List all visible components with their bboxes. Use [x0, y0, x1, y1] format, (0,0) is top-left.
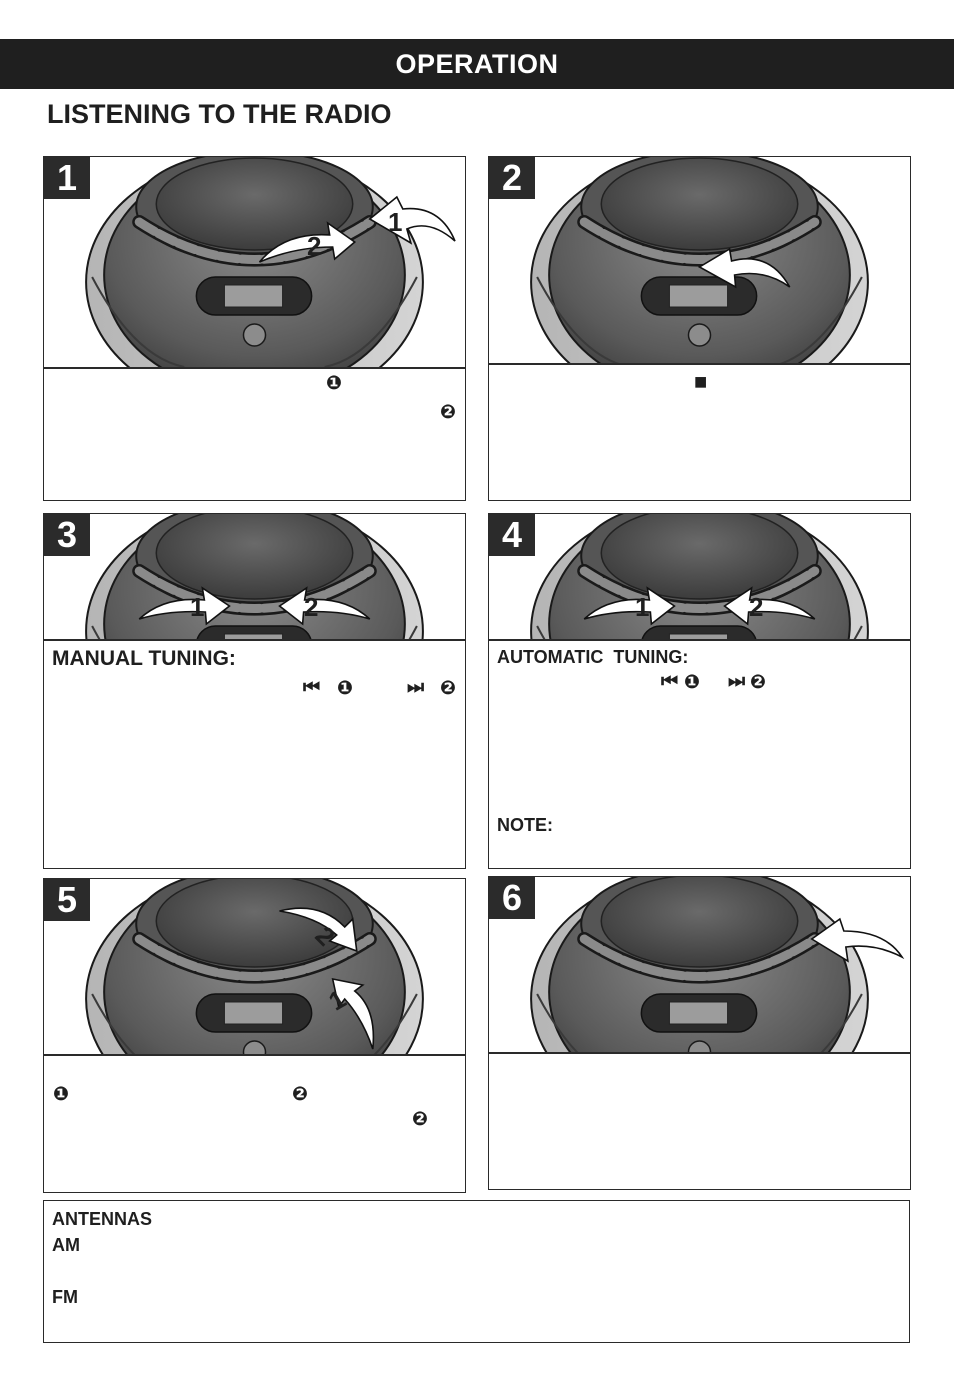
step-number-badge: 1 — [44, 157, 90, 199]
radio-illustration — [489, 157, 910, 364]
step-number-badge: 6 — [489, 877, 535, 919]
panel-divider — [489, 1052, 910, 1054]
step-number-badge: 2 — [489, 157, 535, 199]
skip-back-icon: ⏮ — [661, 671, 679, 692]
antennas-heading: ANTENNAS — [52, 1209, 153, 1229]
manual-tuning-heading: MANUAL TUNING: — [52, 647, 236, 670]
arrow-1-icon — [583, 586, 676, 626]
arrow-icon — [697, 247, 791, 289]
circled-one-icon: ❶ — [326, 373, 343, 394]
panel-divider — [489, 363, 910, 365]
radio-illustration — [44, 514, 465, 640]
antennas-info-box: ANTENNAS AM FM — [43, 1200, 910, 1343]
fm-label: FM — [52, 1287, 78, 1307]
arrow-label-2: 2 — [307, 231, 322, 261]
panel-divider — [44, 367, 465, 369]
header-title: OPERATION — [395, 48, 559, 79]
radio-illustration — [489, 877, 910, 1053]
panel-divider — [44, 639, 465, 641]
step-number-badge: 5 — [44, 879, 90, 921]
arrow-2-icon — [258, 221, 357, 263]
stop-square-icon: ■ — [694, 369, 708, 394]
arrow-2-icon — [279, 907, 358, 953]
step-panel-6: 6 — [488, 876, 911, 1190]
skip-forward-icon: ⏭ — [407, 677, 425, 698]
arrow-1-icon — [138, 586, 231, 626]
circled-two-icon: ❷ — [412, 1109, 429, 1130]
arrow-label-2: 2 — [304, 592, 319, 622]
circled-one-icon: ❶ — [684, 672, 701, 693]
step-panel-5: 2 1 5 ❶ ❷ ❷ — [43, 878, 466, 1193]
arrow-1-icon — [331, 977, 375, 1050]
circled-two-icon: ❷ — [292, 1084, 309, 1105]
circled-two-icon: ❷ — [440, 678, 457, 699]
am-label: AM — [52, 1235, 80, 1255]
radio-illustration — [44, 879, 465, 1055]
arrow-label-1: 1 — [388, 207, 403, 237]
panel-divider — [489, 639, 910, 641]
circled-one-icon: ❶ — [337, 678, 354, 699]
arrow-icon — [810, 917, 905, 963]
panel-divider — [44, 1054, 465, 1056]
step-panel-3: 1 2 3 MANUAL TUNING: ⏮ ❶ ⏭ ❷ — [43, 513, 466, 869]
arrow-label-1: 1 — [190, 592, 205, 622]
radio-illustration — [44, 157, 465, 368]
step-panel-4: 1 2 4 AUTOMATIC TUNING: ⏮ ❶ ⏭ ❷ NOTE: — [488, 513, 911, 869]
step-number-badge: 3 — [44, 514, 90, 556]
operation-header-bar: OPERATION — [0, 39, 954, 89]
note-label: NOTE: — [497, 815, 553, 835]
section-title: LISTENING TO THE RADIO — [47, 99, 392, 129]
automatic-tuning-heading: AUTOMATIC TUNING: — [497, 647, 689, 667]
arrow-label-2: 2 — [749, 592, 764, 622]
arrow-1-icon — [368, 195, 456, 245]
arrow-label-1: 1 — [635, 592, 650, 622]
radio-illustration — [489, 514, 910, 640]
arrow-2-icon — [278, 586, 371, 626]
circled-two-icon: ❷ — [750, 672, 767, 693]
step-number-badge: 4 — [489, 514, 535, 556]
circled-one-icon: ❶ — [53, 1084, 70, 1105]
circled-two-icon: ❷ — [440, 402, 457, 423]
step-panel-1: 1 2 1 ❶ ❷ — [43, 156, 466, 501]
skip-back-icon: ⏮ — [303, 677, 321, 698]
step-panel-2: 2 ■ — [488, 156, 911, 501]
skip-forward-icon: ⏭ — [728, 671, 746, 692]
arrow-2-icon — [723, 586, 816, 626]
